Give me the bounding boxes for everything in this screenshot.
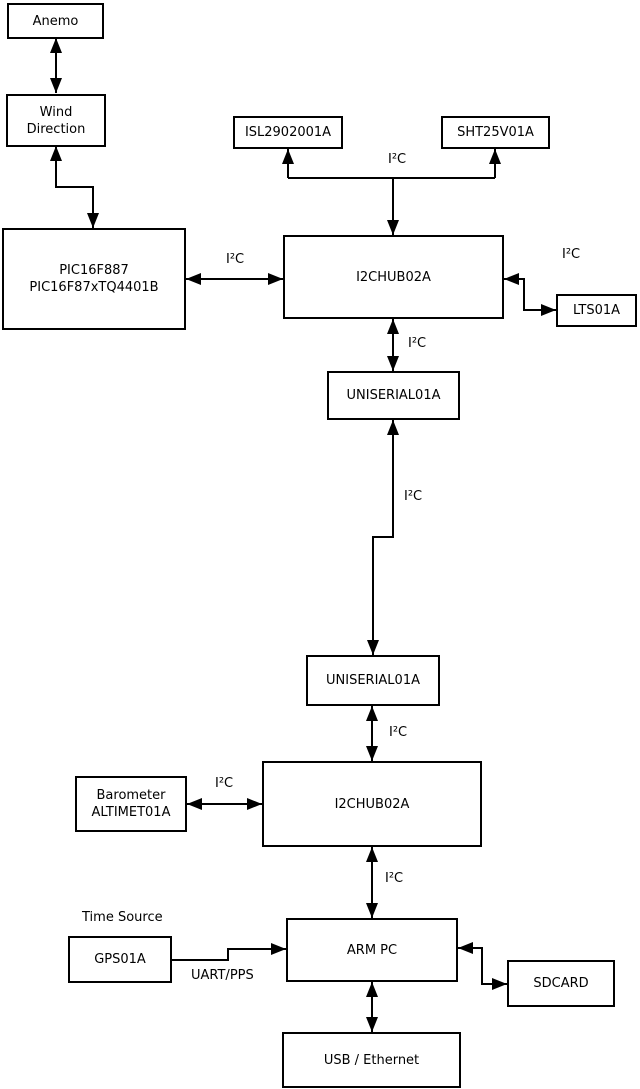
node-wind-direction: Wind Direction <box>6 94 106 147</box>
node-label: SDCARD <box>533 976 589 991</box>
node-label: Barometer ALTIMET01A <box>91 788 171 820</box>
node-label: ARM PC <box>346 942 398 958</box>
node-label: I2CHUB02A <box>334 796 410 812</box>
node-label: Anemo <box>32 13 79 29</box>
edge-armpc-sdcard <box>458 942 507 990</box>
node-barometer-altimet01a: Barometer ALTIMET01A <box>75 776 187 832</box>
edge-label-i2c-pic-hub: I²C <box>226 252 245 267</box>
edge-uniserial-upper-uniserial-lower <box>367 420 399 655</box>
node-label: UNISERIAL01A <box>346 388 441 403</box>
node-label: ISL2902001A <box>244 125 332 140</box>
node-usb-ethernet: USB / Ethernet <box>282 1032 461 1088</box>
node-sht25v01a: SHT25V01A <box>441 116 550 149</box>
node-arm-pc: ARM PC <box>286 918 458 982</box>
node-i2chub02a-upper: I2CHUB02A <box>283 235 504 319</box>
node-uniserial01a-lower: UNISERIAL01A <box>306 655 440 706</box>
node-label: LTS01A <box>572 303 621 318</box>
edge-label-i2c-barometer-hub: I²C <box>215 776 234 791</box>
node-label: PIC16F887 PIC16F87xTQ4401B <box>29 263 159 295</box>
annotation-time-source: Time Source <box>82 910 163 925</box>
edge-label-i2c-sensor-bus: I²C <box>388 152 407 167</box>
node-label: GPS01A <box>94 952 146 967</box>
node-pic-microcontroller: PIC16F887 PIC16F87xTQ4401B <box>2 228 186 330</box>
edge-label-i2c-hub-armpc: I²C <box>385 871 404 886</box>
edge-label-uart-pps: UART/PPS <box>191 968 254 983</box>
node-label: I2CHUB02A <box>356 269 431 285</box>
edge-label-i2c-hub-lts: I²C <box>562 247 581 262</box>
edge-label-i2c-uniserial-hub: I²C <box>389 725 408 740</box>
edge-label-i2c-hub-uniserial: I²C <box>408 336 427 351</box>
node-i2chub02a-lower: I2CHUB02A <box>262 761 482 847</box>
node-label: USB / Ethernet <box>323 1052 420 1068</box>
node-anemo: Anemo <box>7 3 104 39</box>
node-label: Wind Direction <box>26 104 86 137</box>
node-isl2902001a: ISL2902001A <box>233 116 343 149</box>
node-lts01a: LTS01A <box>556 294 637 327</box>
edge-i2chub-upper-lts <box>504 273 556 316</box>
edge-winddirection-pic <box>50 146 99 228</box>
node-sdcard: SDCARD <box>507 960 615 1007</box>
node-gps01a: GPS01A <box>68 936 172 983</box>
node-label: SHT25V01A <box>457 125 534 140</box>
node-uniserial01a-upper: UNISERIAL01A <box>327 371 460 420</box>
node-label: UNISERIAL01A <box>326 673 420 688</box>
edge-label-i2c-uniserial-link: I²C <box>404 489 423 504</box>
edge-gps-armpc <box>172 943 286 961</box>
